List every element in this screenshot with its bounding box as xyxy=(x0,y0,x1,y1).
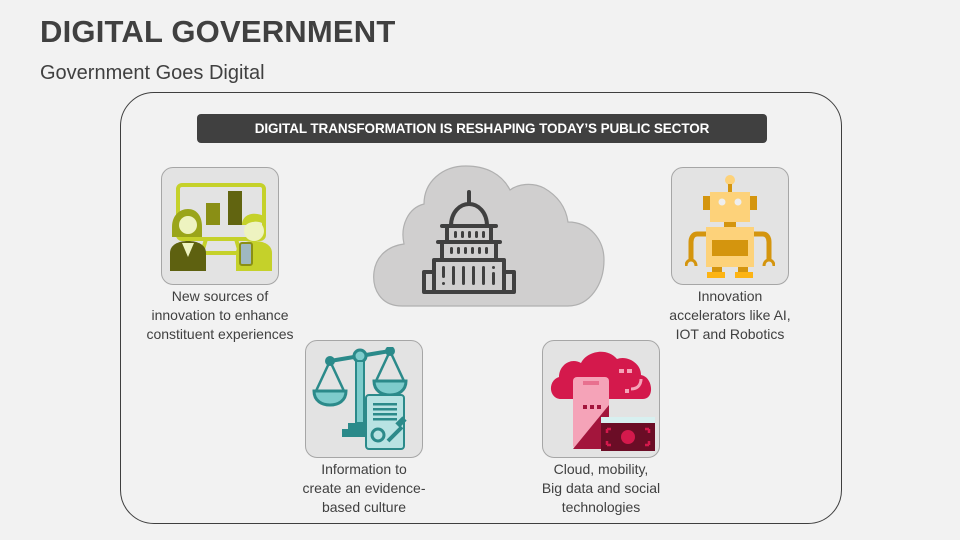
capitol-building-in-cloud-icon xyxy=(372,160,606,308)
innovation-sources-tile xyxy=(161,167,279,285)
cloud-mobile-money-icon xyxy=(550,351,655,451)
headline-banner: DIGITAL TRANSFORMATION IS RESHAPING TODA… xyxy=(197,114,767,143)
evidence-culture-tile xyxy=(305,340,423,458)
innovation-sources-caption: New sources of innovation to enhance con… xyxy=(146,288,294,342)
page-title: DIGITAL GOVERNMENT xyxy=(40,14,396,49)
scales-of-justice-document-icon xyxy=(312,347,408,450)
evidence-culture-caption: Information to create an evidence- based… xyxy=(302,461,426,515)
presentation-people-icon xyxy=(170,183,272,271)
robot-icon xyxy=(685,175,775,278)
page-subtitle: Government Goes Digital xyxy=(40,62,265,84)
cloud-mobility-caption: Cloud, mobility, Big data and social tec… xyxy=(541,461,661,515)
innovation-accelerators-caption: Innovation accelerators like AI, IOT and… xyxy=(669,288,791,342)
innovation-accelerators-tile xyxy=(671,167,789,285)
cloud-mobility-tile xyxy=(542,340,660,458)
content-frame xyxy=(120,92,842,524)
banner-text: DIGITAL TRANSFORMATION IS RESHAPING TODA… xyxy=(254,121,710,136)
